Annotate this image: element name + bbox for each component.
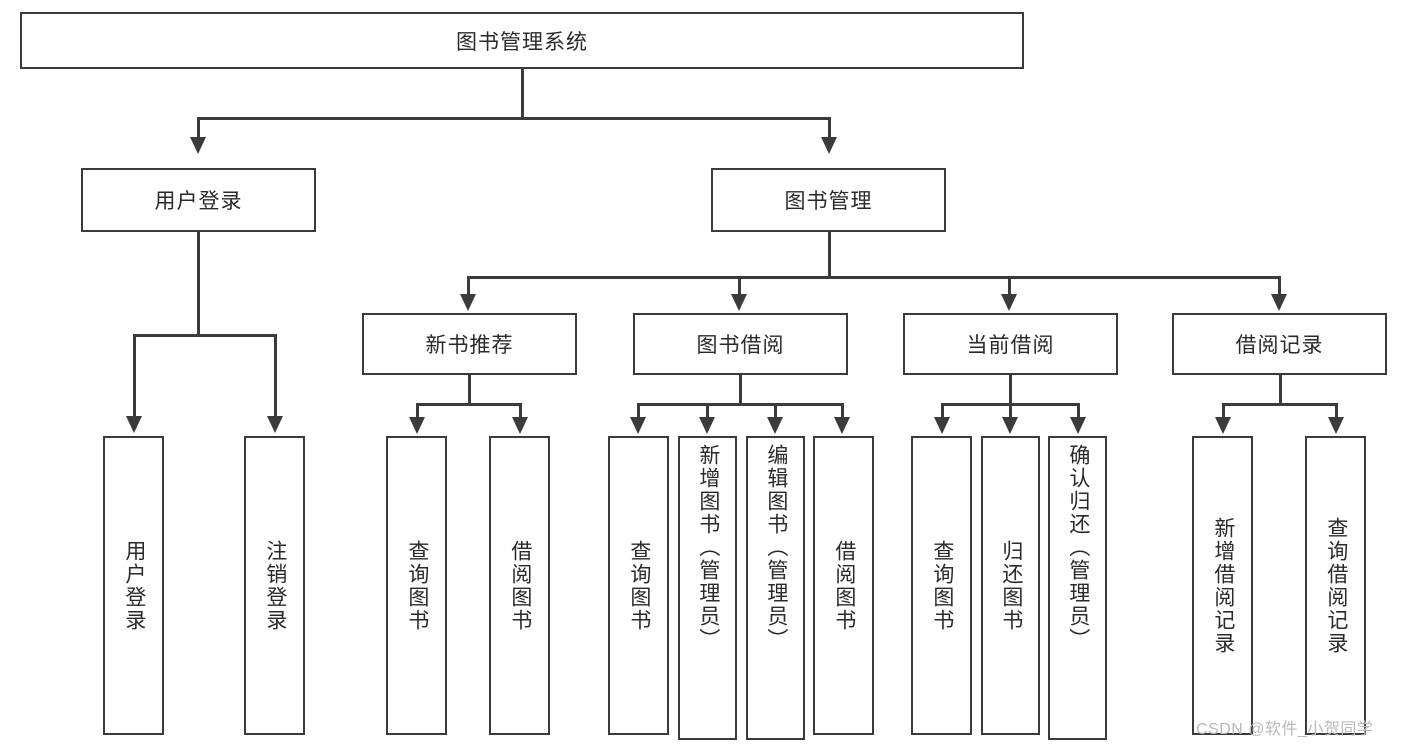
node-label: 编辑图书（管理员） [764,444,788,651]
arrow-leaf-user-login [126,416,142,433]
leaf-cb-confirm-return[interactable]: 确认归还（管理员） [1048,436,1107,740]
node-label: 借阅记录 [1235,334,1324,357]
edge-level1-bus [197,117,831,120]
arrow-nb-borrow [512,417,528,434]
leaf-bb-lend-book[interactable]: 借阅图书 [813,436,874,735]
edge-book-manage-stem [828,232,831,278]
edge-drop-cb-return [1009,403,1012,419]
node-book-borrow[interactable]: 图书借阅 [633,313,848,375]
edge-drop-bb-query [637,403,640,419]
edge-borrow-record-bus [1222,403,1338,406]
arrow-bb-edit [767,417,783,434]
node-label: 用户登录 [122,539,146,632]
leaf-cb-return-book[interactable]: 归还图书 [981,436,1040,735]
arrow-new-book [460,294,476,311]
arrow-cb-return [1002,417,1018,434]
edge-drop-bb-lend [841,403,844,419]
edge-new-book-stem [468,375,471,405]
node-label: 新书推荐 [425,334,514,357]
leaf-bb-add-book[interactable]: 新增图书（管理员） [678,436,737,740]
node-label: 图书管理 [784,190,873,213]
edge-drop-current-borrow [1008,276,1011,296]
node-label: 查询图书 [405,539,429,632]
node-label: 查询图书 [627,539,651,632]
arrow-book-manage [821,137,837,154]
node-label: 借阅图书 [508,539,532,632]
edge-user-login-bus [133,334,277,337]
node-user-login[interactable]: 用户登录 [81,168,316,232]
node-label: 图书借阅 [696,334,785,357]
edge-book-borrow-stem [739,375,742,405]
node-label: 图书管理系统 [456,30,588,54]
leaf-nb-borrow-book[interactable]: 借阅图书 [489,436,550,735]
edge-drop-borrow-book [738,276,741,296]
edge-root-stem [521,69,524,119]
node-current-borrow[interactable]: 当前借阅 [903,313,1118,375]
edge-drop-book-manage [828,117,831,139]
edge-current-borrow-stem [1009,375,1012,405]
leaf-br-query-record[interactable]: 查询借阅记录 [1305,436,1366,735]
node-label: 当前借阅 [966,334,1055,357]
node-label: 新增图书（管理员） [696,444,720,651]
edge-drop-nb-query [416,403,419,419]
leaf-cb-query-book[interactable]: 查询图书 [911,436,972,735]
edge-level2-bus [467,276,1281,279]
node-label: 确认归还（管理员） [1066,444,1090,651]
node-label: 借阅图书 [832,539,856,632]
node-label: 注销登录 [263,539,287,632]
edge-drop-leaf-user-login [133,334,136,418]
edge-drop-bb-add [706,403,709,419]
edge-drop-user-login [197,117,200,139]
edge-drop-nb-borrow [519,403,522,419]
edge-drop-br-add [1222,403,1225,419]
edge-drop-borrow-record [1278,276,1281,296]
arrow-borrow-record [1271,294,1287,311]
arrow-leaf-logout [267,416,283,433]
edge-borrow-record-stem [1279,375,1282,405]
edge-drop-new-book [467,276,470,296]
node-borrow-record[interactable]: 借阅记录 [1172,313,1387,375]
node-label: 新增借阅记录 [1211,516,1235,655]
edge-user-login-stem [197,232,200,336]
arrow-bb-query [630,417,646,434]
edge-drop-bb-edit [774,403,777,419]
edge-drop-cb-query [941,403,944,419]
node-book-manage[interactable]: 图书管理 [711,168,946,232]
node-new-book-recommend[interactable]: 新书推荐 [362,313,577,375]
leaf-bb-edit-book[interactable]: 编辑图书（管理员） [746,436,805,740]
node-label: 归还图书 [999,539,1023,632]
node-root-system[interactable]: 图书管理系统 [20,12,1024,69]
node-label: 查询图书 [930,539,954,632]
arrow-bb-add [699,417,715,434]
edge-drop-br-query [1335,403,1338,419]
arrow-br-query [1328,417,1344,434]
node-label: 查询借阅记录 [1324,516,1348,655]
watermark-csdn: CSDN @软件_小贺同学 [1196,721,1374,738]
arrow-current-borrow [1001,294,1017,311]
arrow-borrow-book [731,294,747,311]
arrow-cb-confirm [1070,417,1086,434]
arrow-br-add [1215,417,1231,434]
leaf-user-login[interactable]: 用户登录 [103,436,164,735]
edge-drop-cb-confirm [1077,403,1080,419]
leaf-nb-query-book[interactable]: 查询图书 [386,436,447,735]
arrow-user-login [190,137,206,154]
edge-drop-leaf-logout [274,334,277,418]
edge-new-book-bus [416,403,522,406]
arrow-cb-query [934,417,950,434]
arrow-bb-lend [834,417,850,434]
leaf-logout[interactable]: 注销登录 [244,436,305,735]
node-label: 用户登录 [154,190,243,213]
leaf-bb-query-book[interactable]: 查询图书 [608,436,669,735]
edge-book-borrow-bus [637,403,844,406]
leaf-br-add-record[interactable]: 新增借阅记录 [1192,436,1253,735]
arrow-nb-query [409,417,425,434]
